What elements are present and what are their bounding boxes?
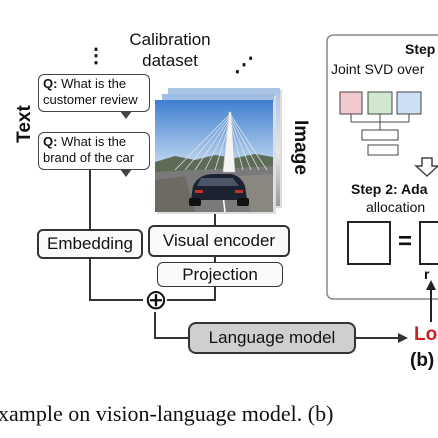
projection-box: Projection [157, 262, 283, 287]
text-label: Text [14, 105, 35, 143]
step2-subtitle: allocation [366, 199, 426, 215]
figure-caption: xample on vision-language model. (b) [0, 401, 334, 426]
panel-b-label: (b) [410, 350, 435, 371]
rank-label: r [424, 266, 430, 282]
step1-title: Step [405, 41, 436, 57]
loss-label: Lo [414, 324, 438, 345]
image-label: Image [290, 120, 311, 175]
bubble-1-line2: customer review [43, 92, 138, 107]
bubble-2-q: Q: [43, 134, 58, 149]
bubble-1-tail [120, 111, 132, 119]
calibration-line1: Calibration [129, 30, 211, 49]
equals-sign: = [398, 228, 413, 255]
sum-operator: ⊕ [144, 284, 168, 315]
bubble-2-line1: What is the [61, 134, 127, 149]
question-bubble-1: Q: What is the customer review [38, 74, 150, 112]
calibration-line2: dataset [142, 51, 198, 70]
bubble-2-tail [120, 169, 132, 177]
calibration-title: Calibration dataset [118, 29, 222, 71]
bubble-1-q: Q: [43, 76, 58, 91]
bubble-1-line1: What is the [61, 76, 127, 91]
bubble-2-line2: brand of the car [43, 150, 135, 165]
embedding-box: Embedding [37, 229, 143, 259]
step2-title: Step 2: Ada [351, 181, 428, 197]
language-model-box: Language model [188, 322, 356, 354]
dots-right: ⋰ [234, 54, 254, 76]
question-bubble-2: Q: What is the brand of the car [38, 132, 150, 170]
step1-subtitle: Joint SVD over [331, 61, 425, 77]
visual-encoder-box: Visual encoder [148, 225, 290, 257]
car-bridge-photo [155, 100, 273, 212]
dots-left: ⋮ [86, 45, 106, 67]
